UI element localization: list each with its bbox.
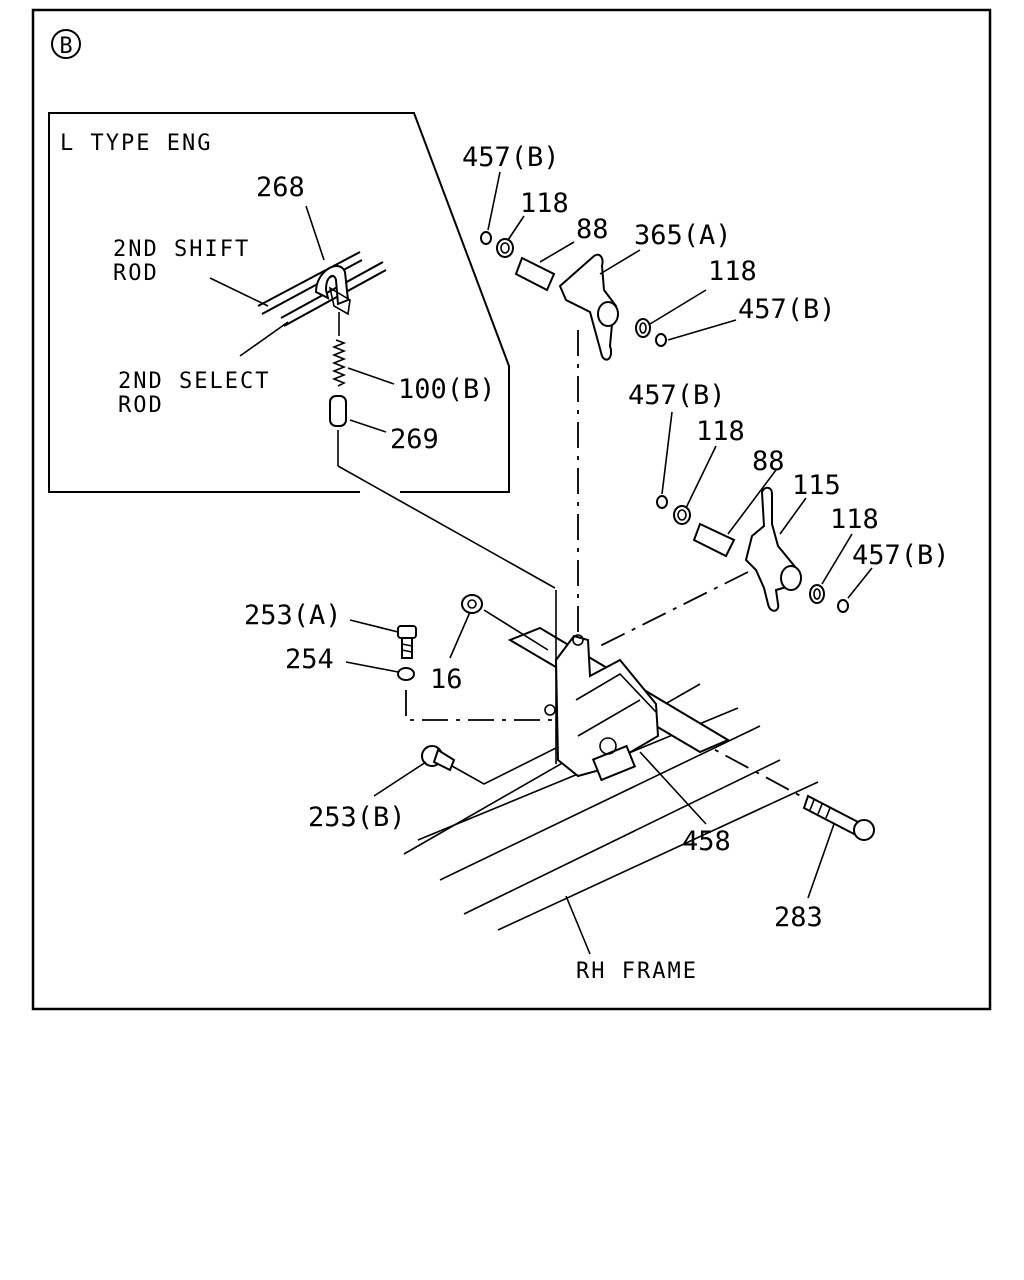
label-268: 268 — [256, 172, 305, 203]
bush-118-lower-left — [673, 505, 691, 525]
label-457b-2: 457(B) — [738, 294, 836, 325]
washer-254 — [397, 667, 415, 681]
view-marker: B — [51, 29, 81, 59]
label-shift-rod-1: 2ND SHIFT — [113, 237, 250, 262]
label-457b-3: 457(B) — [628, 380, 726, 411]
label-254: 254 — [285, 644, 334, 675]
label-253b: 253(B) — [308, 802, 406, 833]
lever-115 — [744, 486, 798, 612]
bush-118-lower-right — [809, 584, 825, 604]
label-115: 115 — [792, 470, 841, 501]
label-select-rod-2: ROD — [118, 393, 164, 418]
ring-457b-lower-left — [656, 495, 668, 509]
label-select-rod-1: 2ND SELECT — [118, 369, 270, 394]
lever-365a — [558, 253, 618, 361]
collar-88-upper — [514, 256, 556, 292]
shift-rod — [257, 251, 363, 315]
label-118-4: 118 — [830, 504, 879, 535]
ring-457b-upper-left — [480, 231, 492, 245]
label-457b-4: 457(B) — [852, 540, 950, 571]
label-283: 283 — [774, 902, 823, 933]
bush-118-upper-right — [635, 318, 651, 338]
label-253a: 253(A) — [244, 600, 342, 631]
label-88-2: 88 — [752, 446, 785, 477]
label-16: 16 — [430, 664, 463, 695]
lower-lever-assembly: 457(B) 118 88 115 118 457(B) — [628, 380, 950, 613]
bolt-253b — [421, 745, 557, 785]
label-269: 269 — [390, 424, 439, 455]
bracket-assembly: 253(A) 254 16 253(B) 458 283 RH FRAME — [244, 590, 875, 984]
label-100b: 100(B) — [398, 374, 496, 405]
svg-text:B: B — [59, 34, 72, 59]
label-118-3: 118 — [696, 416, 745, 447]
ring-457b-lower-right — [837, 599, 849, 613]
label-118-1: 118 — [520, 188, 569, 219]
bolt-283 — [802, 794, 875, 841]
label-88-1: 88 — [576, 214, 609, 245]
upper-lever-assembly: 457(B) 118 88 365(A) 118 457(B) — [462, 142, 836, 361]
bolt-253a — [397, 625, 417, 659]
label-457b-1: 457(B) — [462, 142, 560, 173]
diagram-border — [31, 8, 992, 1011]
label-365a: 365(A) — [634, 220, 732, 251]
label-458: 458 — [682, 826, 731, 857]
ring-457b-upper-right — [655, 333, 667, 347]
pin-269 — [329, 395, 347, 427]
collar-88-lower — [692, 522, 736, 558]
nut-16 — [461, 594, 549, 651]
label-shift-rod-2: ROD — [113, 261, 159, 286]
inset-l-type-eng: L TYPE ENG 268 2ND SHIFT ROD 2ND S — [48, 112, 556, 589]
bush-118-upper-left — [496, 238, 514, 258]
inset-title: L TYPE ENG — [60, 131, 212, 156]
label-rh-frame: RH FRAME — [576, 959, 698, 984]
label-118-2: 118 — [708, 256, 757, 287]
spring-100b — [331, 312, 347, 387]
